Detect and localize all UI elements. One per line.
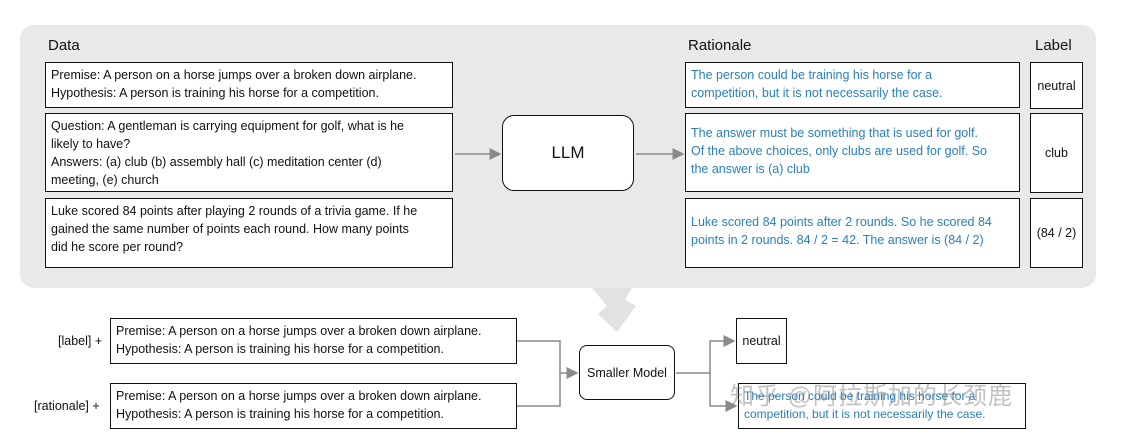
label-box-cqa: club	[1030, 113, 1083, 193]
header-label: Label	[1035, 37, 1072, 54]
header-data: Data	[48, 37, 80, 54]
rationale-line: competition, but it is not necessarily t…	[691, 86, 943, 100]
input-box-rationale: Premise: A person on a horse jumps over …	[110, 383, 517, 429]
output-label-text: neutral	[742, 334, 781, 348]
data-line: Question: A gentleman is carrying equipm…	[51, 119, 404, 133]
data-line: gained the same number of points each ro…	[51, 222, 409, 236]
rationale-box-nli: The person could be training his horse f…	[685, 62, 1020, 108]
data-line: Premise: A person on a horse jumps over …	[51, 68, 417, 82]
input-line: Hypothesis: A person is training his hor…	[116, 342, 444, 356]
watermark: 知乎 @阿拉斯加的长颈鹿	[730, 383, 1014, 410]
output-rationale-line: competition, but it is not necessarily t…	[744, 407, 986, 421]
rationale-line: The answer must be something that is use…	[691, 126, 978, 140]
input-line: Hypothesis: A person is training his hor…	[116, 407, 444, 421]
rationale-box-math: Luke scored 84 points after 2 rounds. So…	[685, 198, 1020, 268]
input-line: Premise: A person on a horse jumps over …	[116, 324, 482, 338]
header-rationale: Rationale	[688, 37, 752, 54]
arrow-input1-to-model	[517, 340, 579, 379]
data-line: Hypothesis: A person is training his hor…	[51, 86, 379, 100]
data-box-cqa: Question: A gentleman is carrying equipm…	[45, 113, 453, 192]
llm-label: LLM	[551, 143, 585, 162]
input-box-label: Premise: A person on a horse jumps over …	[110, 318, 517, 364]
data-line: likely to have?	[51, 137, 131, 151]
rationale-line: Luke scored 84 points after 2 rounds. So…	[691, 215, 992, 229]
output-label-box: neutral	[736, 318, 787, 364]
rationale-line: points in 2 rounds. 84 / 2 = 42. The ans…	[691, 233, 984, 247]
output-rationale-line: The person could be training his horse f…	[744, 389, 976, 403]
label-text: (84 / 2)	[1036, 226, 1077, 240]
label-box-nli: neutral	[1030, 62, 1083, 109]
data-line: meeting, (e) church	[51, 173, 159, 187]
down-arrow-shape	[592, 288, 636, 332]
data-box-nli: Premise: A person on a horse jumps over …	[45, 62, 453, 108]
arrow-input2-to-model	[517, 373, 561, 407]
arrow-model-to-rationale	[709, 373, 738, 412]
data-line: did he score per round?	[51, 240, 184, 254]
smaller-model-label: Smaller Model	[587, 365, 667, 380]
llm-box: LLM	[502, 115, 634, 191]
label-text: neutral	[1037, 78, 1076, 93]
smaller-model-box: Smaller Model	[579, 345, 675, 400]
rationale-box-cqa: The answer must be something that is use…	[685, 113, 1020, 192]
data-box-math: Luke scored 84 points after playing 2 ro…	[45, 198, 453, 268]
rationale-line: The person could be training his horse f…	[691, 68, 933, 82]
data-line: Answers: (a) club (b) assembly hall (c) …	[51, 155, 382, 169]
rationale-line: Of the above choices, only clubs are use…	[691, 144, 988, 158]
output-rationale-box: The person could be training his horse f…	[738, 383, 1026, 429]
data-line: Luke scored 84 points after playing 2 ro…	[51, 204, 418, 218]
input-line: Premise: A person on a horse jumps over …	[116, 389, 482, 403]
label-text: club	[1045, 146, 1068, 160]
label-tag: [label] +	[58, 334, 103, 348]
label-box-math: (84 / 2)	[1030, 198, 1083, 268]
rationale-tag: [rationale] +	[34, 399, 100, 413]
arrow-model-to-label	[676, 335, 736, 374]
rationale-line: the answer is (a) club	[691, 162, 810, 176]
